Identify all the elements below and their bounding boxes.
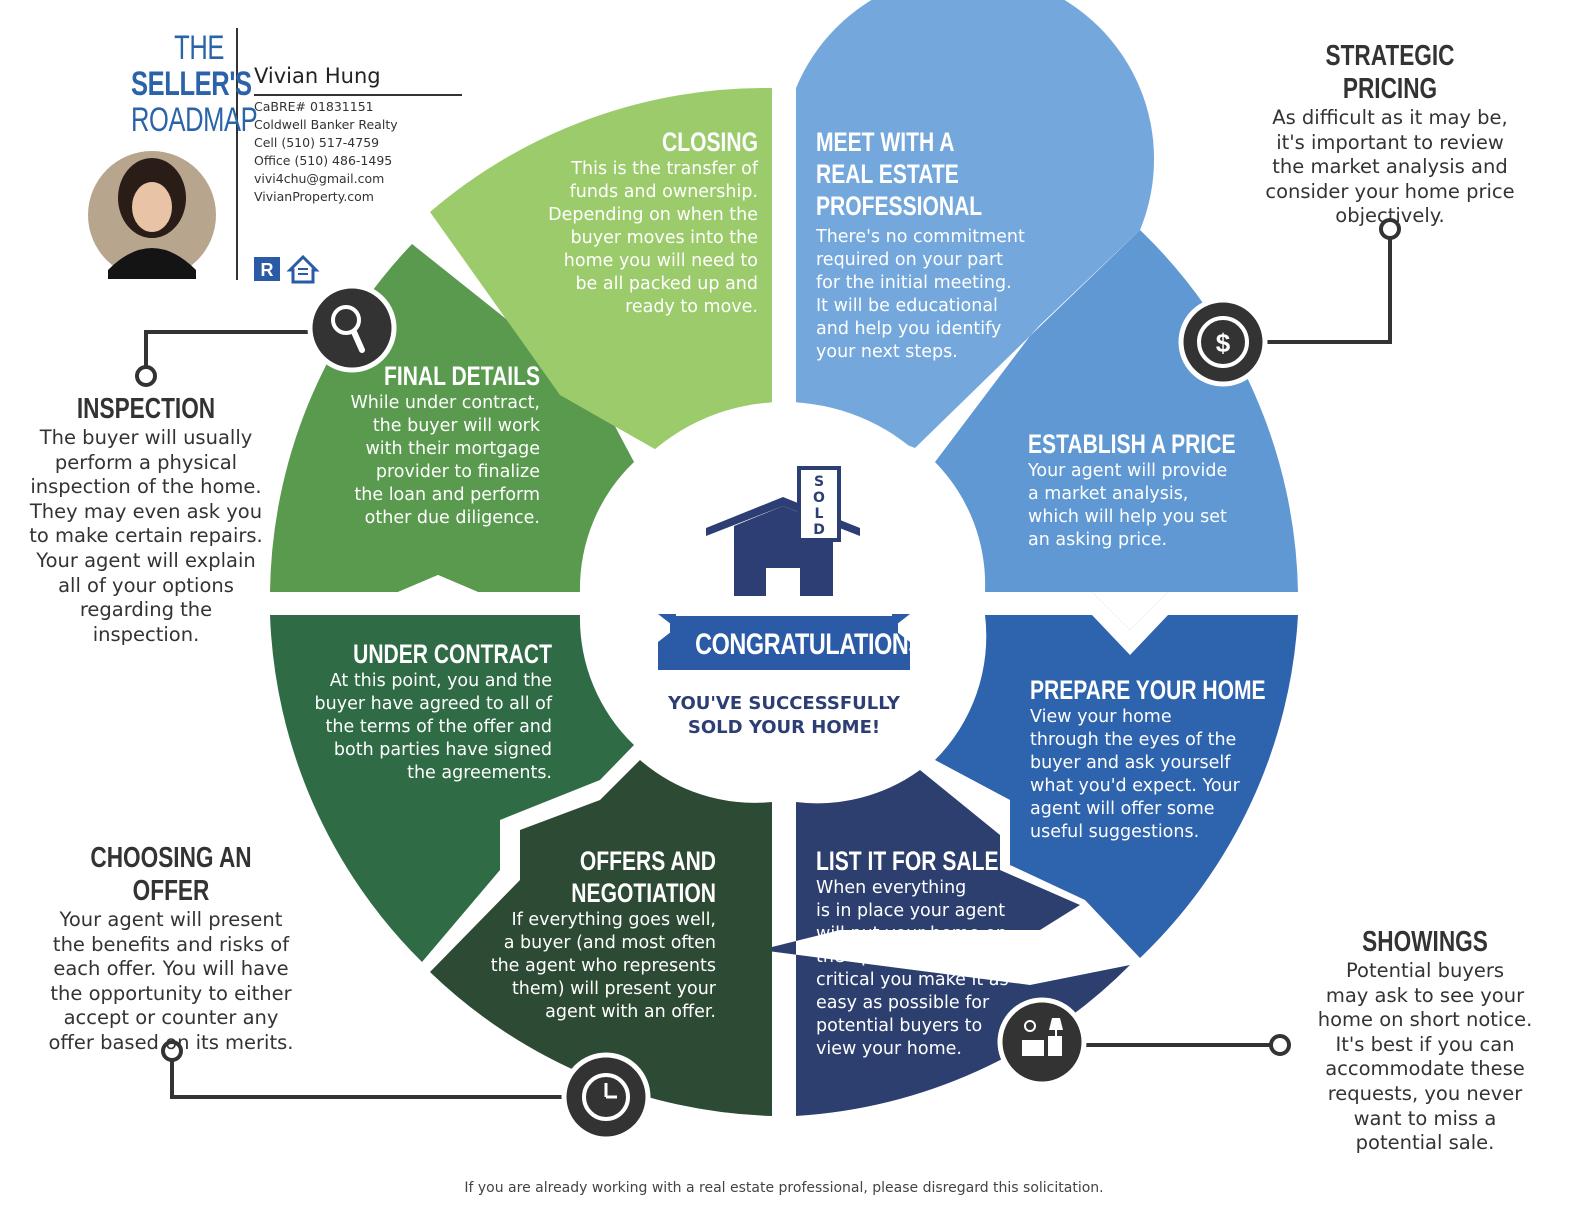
- sold-message-line1: YOU'VE SUCCESSFULLY: [668, 693, 900, 714]
- segment-prepare: [935, 615, 1298, 958]
- dollar-icon: $: [1178, 297, 1268, 387]
- svg-text:O: O: [813, 490, 825, 506]
- svg-text:$: $: [1216, 328, 1231, 358]
- inspection-connector-end: [135, 365, 157, 387]
- agent-website[interactable]: VivianProperty.com: [254, 189, 374, 204]
- agent-card: Vivian Hung: [254, 62, 381, 90]
- agent-cell: Cell (510) 517-4759: [254, 135, 380, 150]
- svg-text:L: L: [815, 506, 824, 522]
- sold-sign-letters: S O L D: [813, 474, 825, 538]
- agent-details: CaBRE# 01831151 Coldwell Banker Realty C…: [254, 98, 398, 206]
- segment-under-title: UNDER CONTRACT: [353, 639, 552, 669]
- segment-offers: [430, 760, 772, 1116]
- pricing-connector-end: [1379, 218, 1401, 240]
- clock-icon: [561, 1052, 651, 1142]
- svg-text:R: R: [261, 260, 274, 280]
- svg-text:D: D: [813, 522, 825, 538]
- segment-final-text: FINAL DETAILS While under contract,the b…: [300, 360, 540, 530]
- agent-email[interactable]: vivi4chu@gmail.com: [254, 171, 385, 186]
- title-line3: ROADMAP: [131, 101, 258, 139]
- choosing-connector-end: [161, 1040, 183, 1062]
- segment-offers-body: If everything goes well,a buyer (and mos…: [490, 910, 716, 1022]
- title-line1: THE: [174, 29, 224, 67]
- sold-house-icon: [706, 466, 860, 596]
- segment-final-body: While under contract,the buyer will work…: [350, 393, 540, 528]
- segment-final-title: FINAL DETAILS: [384, 361, 540, 391]
- agent-license: CaBRE# 01831151: [254, 99, 374, 114]
- callout-showings-title: SHOWINGS: [1362, 926, 1488, 958]
- segment-price-text: ESTABLISH A PRICE Your agent will provid…: [1028, 428, 1294, 552]
- callout-choosing-title: CHOOSING AN OFFER: [90, 842, 252, 907]
- segment-under: [270, 615, 634, 962]
- callout-pricing-body: As difficult as it may be,it's important…: [1265, 106, 1515, 228]
- segment-closing: [430, 87, 772, 453]
- agent-company: Coldwell Banker Realty: [254, 117, 398, 132]
- agent-office: Office (510) 486-1495: [254, 153, 393, 168]
- sold-message: YOU'VE SUCCESSFULLY SOLD YOUR HOME!: [634, 692, 934, 740]
- callout-inspection-title: INSPECTION: [76, 393, 216, 425]
- svg-text:S: S: [814, 474, 824, 490]
- segment-closing-title: CLOSING: [662, 127, 758, 157]
- congratulations-text: CONGRATULATIONS!: [695, 628, 932, 661]
- segment-under-text: UNDER CONTRACT At this point, you and th…: [292, 638, 552, 785]
- showings-connector-end: [1269, 1034, 1291, 1056]
- realtor-logo: R: [254, 257, 280, 281]
- segment-meet: [796, 0, 1154, 448]
- title-line2: SELLER'S: [131, 65, 252, 103]
- avatar: [88, 151, 216, 279]
- sold-message-line2: SOLD YOUR HOME!: [687, 717, 881, 738]
- roadmap-title: THE SELLER'S ROADMAP: [100, 29, 258, 139]
- segment-price-title: ESTABLISH A PRICE: [1028, 429, 1236, 459]
- callout-pricing-title: STRATEGIC PRICING: [1325, 40, 1455, 105]
- magnifier-icon: [307, 283, 397, 373]
- callout-pricing: STRATEGIC PRICING As difficult as it may…: [1250, 40, 1530, 229]
- segment-prepare-title: PREPARE YOUR HOME: [1030, 675, 1266, 705]
- agent-name: Vivian Hung: [254, 64, 381, 88]
- footer-disclaimer: If you are already working with a real e…: [464, 1180, 1104, 1196]
- equal-housing-logo: [286, 254, 320, 284]
- congratulations-banner: [658, 614, 910, 670]
- segment-list-title: LIST IT FOR SALE: [816, 846, 999, 876]
- furniture-icon: [997, 997, 1087, 1087]
- callout-choosing: CHOOSING AN OFFER Your agent will presen…: [26, 842, 316, 1056]
